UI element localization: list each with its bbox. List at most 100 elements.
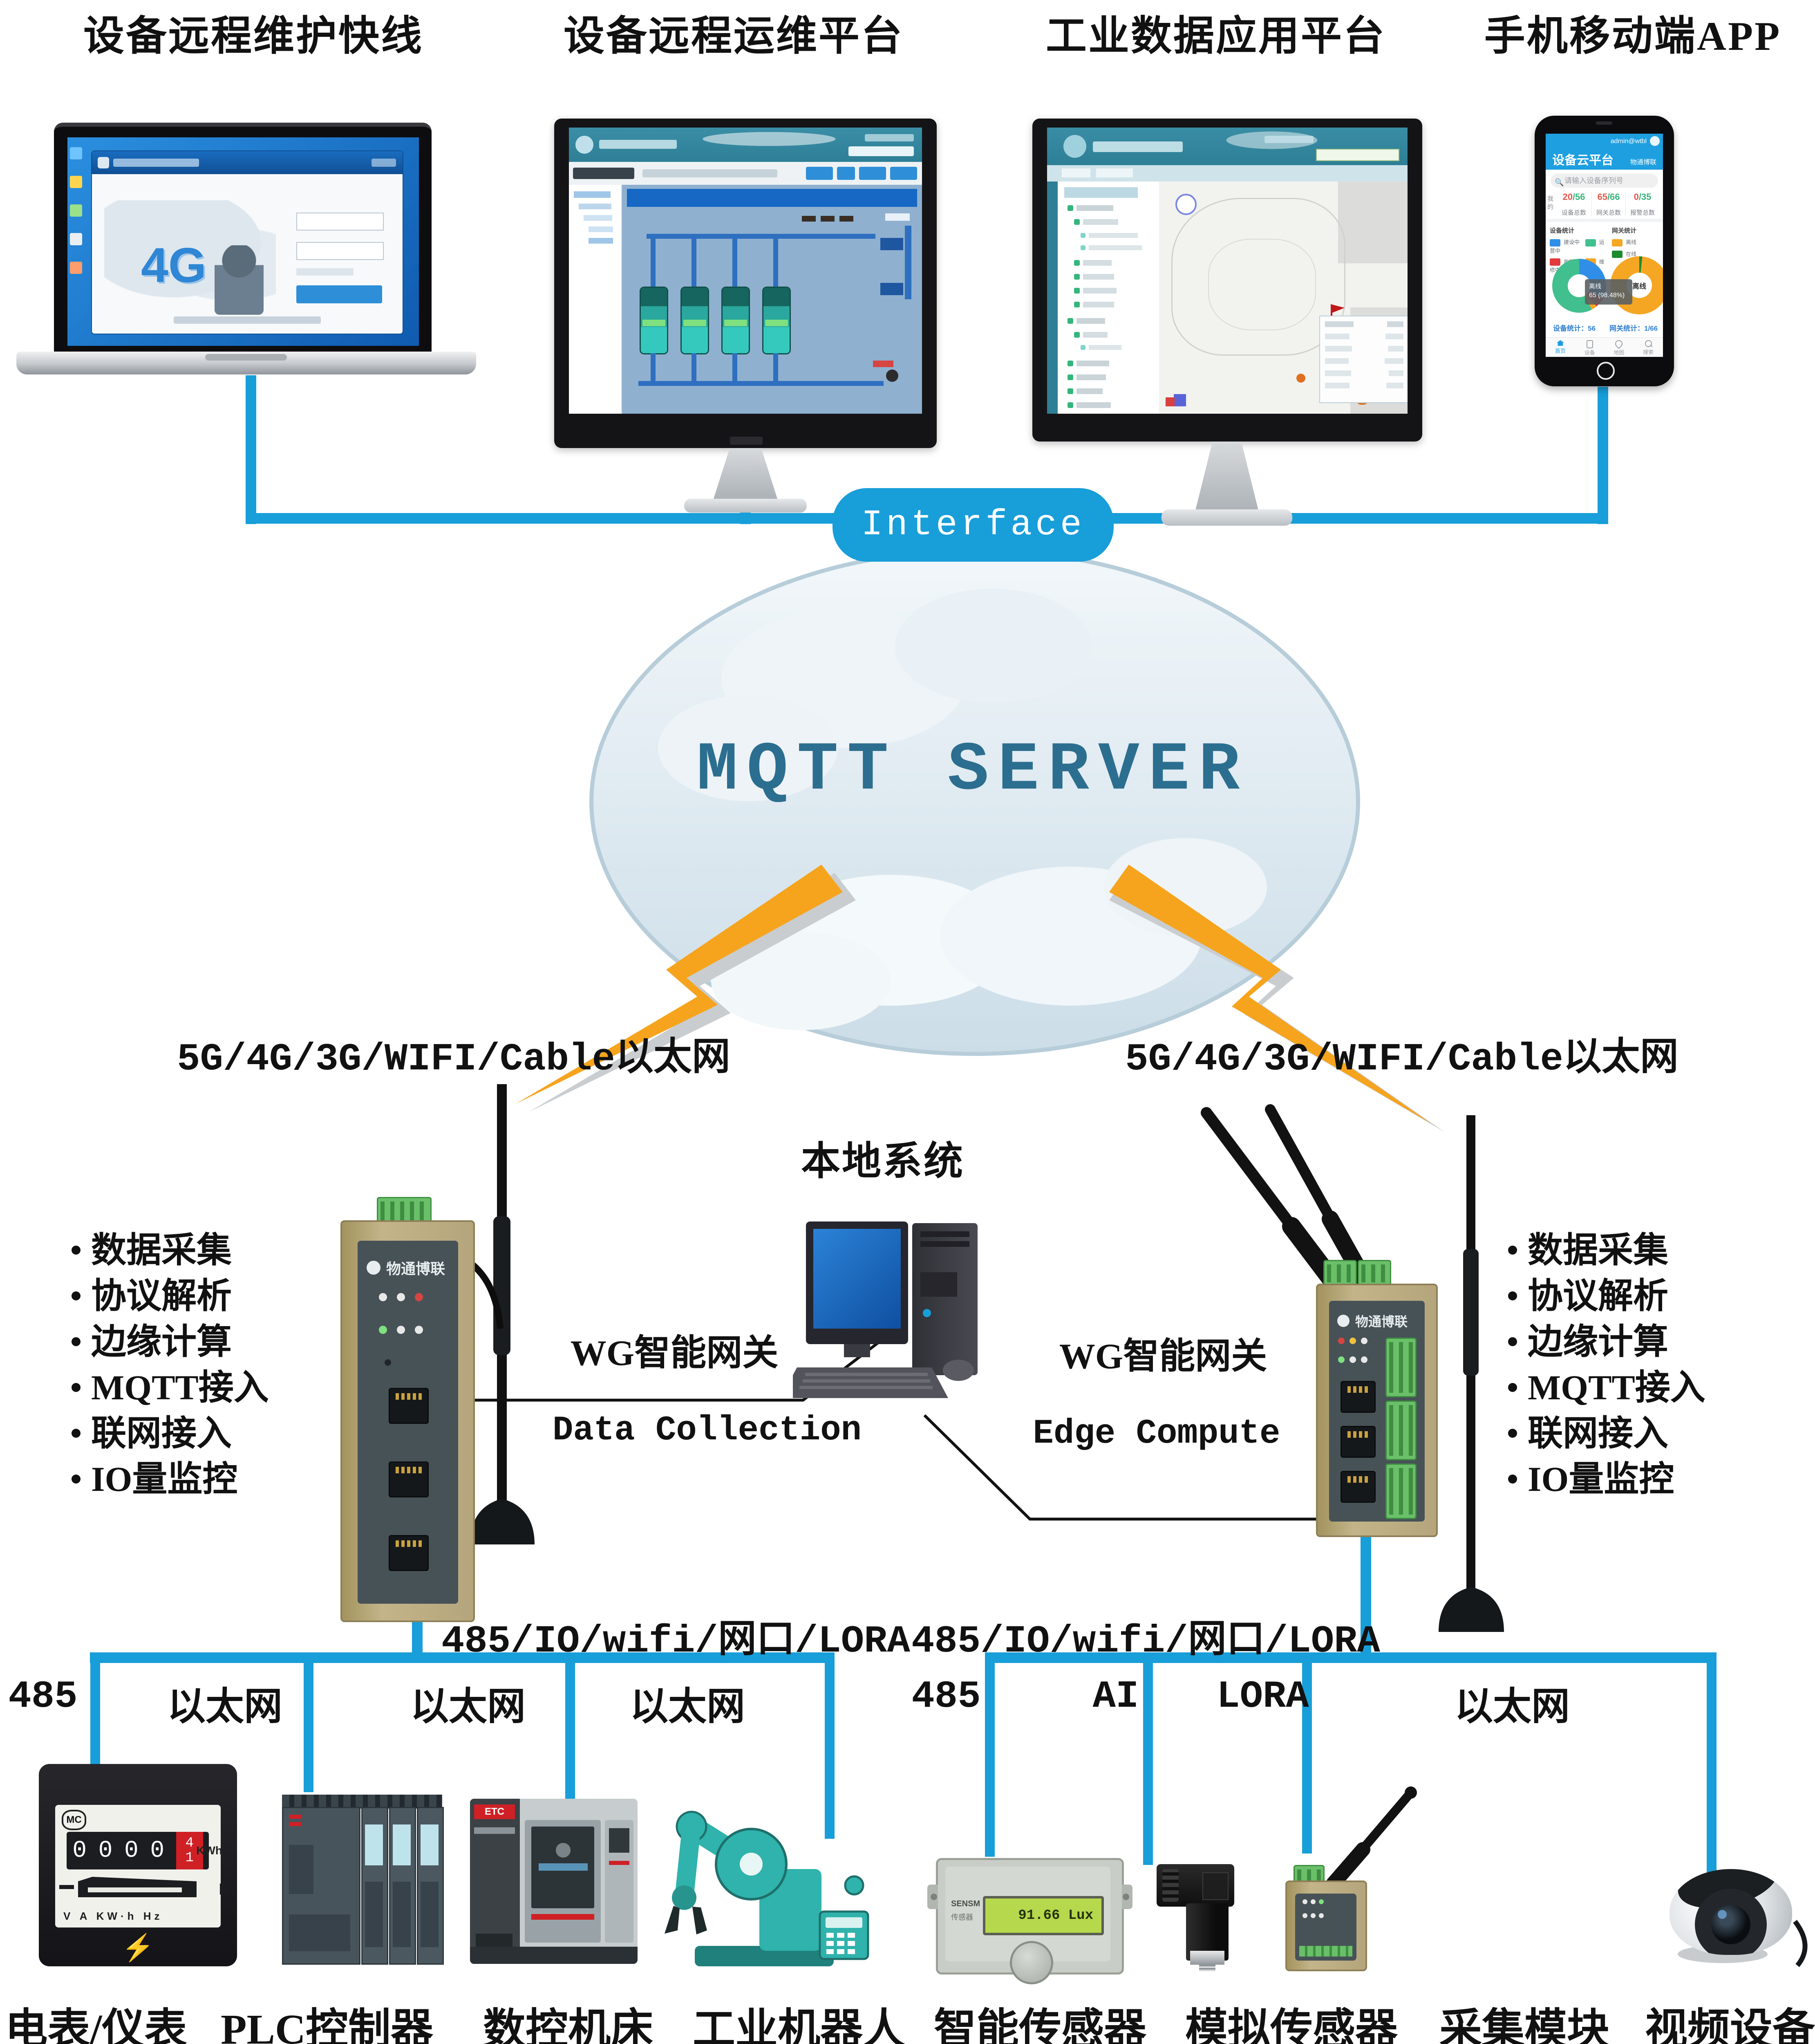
title-industrial-data-platform: 工业数据应用平台 [1046,13,1386,59]
laptop-base [16,352,476,374]
phone-account: admin@wtbl [1610,138,1647,145]
mqtt-server-label: MQTT SERVER [696,732,1249,809]
laptop-window-titlebar [92,151,403,174]
phone-legend-gateways: 网关统计 离线 在线 [1612,226,1661,258]
feature-item: 边缘计算 [72,1319,269,1365]
phone-navbar: 首页 设备 地图 搜索 [1546,337,1663,357]
phone-me-label: 我的 [1547,195,1554,211]
legend-item: 离线 [1626,239,1637,245]
net-label-left: 5G/4G/3G/WIFI/Cable以太网 [177,1038,730,1081]
cnc-machine: ETC [470,1799,638,1964]
led [1350,1356,1356,1363]
laptop-login-password [296,242,384,260]
map-canvas [1159,182,1408,414]
phone-chart-caption-right: 网关统计：1/66 [1609,325,1658,332]
scada-sidebar [569,185,622,414]
left-gateway-front-panel: 物通博联 [358,1241,458,1604]
led [1350,1338,1356,1344]
phone-search-input[interactable]: 🔍请输入设备序列号 [1551,174,1658,188]
meter-digit: 0 [150,1837,165,1864]
map-header [1047,128,1408,165]
nav-map[interactable]: 地图 [1605,338,1634,357]
sensor-brand: SENSM [951,1899,980,1908]
phone-home-button[interactable] [1597,362,1615,380]
caption-cnc: 数控机床 [483,2006,653,2044]
caption-meter: 电表/仪表 [5,2006,187,2044]
caption-camera: 视频设备 [1645,2006,1815,2044]
lan2-port [1341,1471,1376,1503]
map-sidebar-tree [1058,182,1160,414]
webcam [1670,1869,1800,1970]
left-gateway-antenna [445,1084,535,1544]
branch-label-ethernet-1: 以太网 [167,1685,282,1728]
bullet-icon [72,1383,81,1392]
nav-home[interactable]: 首页 [1546,338,1575,357]
map-monitor [1032,119,1422,526]
led [1361,1338,1367,1344]
scada-screen [569,128,922,414]
led [1338,1356,1345,1363]
phone-stat-devices: 20/56 设备总数 [1557,192,1591,217]
feature-item: MQTT接入 [1508,1365,1705,1410]
sensor-brand-cn: 传感器 [951,1913,973,1921]
local-computer [793,1218,985,1406]
stat-label: 网关总数 [1596,209,1621,216]
right-gateway-terminal-1 [1323,1260,1357,1287]
interface-label: Interface [861,504,1085,545]
computer-mouse [943,1360,974,1381]
phone-logo-icon [1650,136,1660,146]
stat-num: 20 [1562,192,1573,202]
stat-num: 0 [1634,192,1639,202]
brand-logo-icon [367,1261,380,1275]
computer-keyboard [793,1367,948,1398]
data-collection-label: Data Collection [552,1411,862,1450]
wan-port [389,1388,429,1424]
title-remote-maintenance: 设备远程维护快线 [83,13,423,59]
phone-screen: 设备云平台 admin@wtbl 物通博联 🔍请输入设备序列号 我的 20/56… [1546,134,1663,357]
laptop-display: 4G [67,137,419,346]
scada-header [569,128,922,162]
wlan-led [397,1326,405,1334]
branch-label-lora: LORA [1217,1675,1309,1719]
warn-led [397,1293,405,1301]
meter-slider [78,1877,197,1897]
device-icon [1586,340,1593,348]
io-terminal-strip-3 [1385,1464,1417,1519]
map-info-panel [1319,316,1408,403]
nav-search[interactable]: 搜索 [1634,338,1663,357]
branch-label-ai: AI [1092,1675,1139,1719]
map-pin-icon [1614,338,1625,349]
stat-den: /35 [1638,192,1652,202]
collector-module [1285,1880,1367,1971]
scada-monitor-base [684,499,807,513]
scada-bezel [554,119,937,448]
bullet-icon [72,1429,81,1438]
meter-brand-badge: MC [62,1810,86,1830]
lan1-port [389,1461,429,1497]
laptop-login-window: 4G [91,150,403,334]
phone-header: 设备云平台 admin@wtbl 物通博联 [1546,134,1663,170]
right-bottom-bus [985,1652,1717,1873]
tooltip-line: 离线 [1589,283,1602,290]
lightning-right [1109,865,1432,1124]
feature-item: 数据采集 [1508,1227,1705,1273]
net-label-right: 5G/4G/3G/WIFI/Cable以太网 [1125,1038,1678,1081]
legend-title: 设备统计 [1550,227,1575,234]
meter-digit: 0 [72,1837,87,1864]
nav-devices[interactable]: 设备 [1575,338,1605,357]
caption-robot: 工业机器人 [692,2006,905,2044]
branch-label-485-right: 485 [911,1675,981,1719]
scada-monitor [554,119,937,513]
interface-node: Interface [833,488,1114,562]
cnc-logo: ETC [474,1804,515,1819]
phone-stat-gateways: 65/66 网关总数 [1591,192,1626,217]
map-monitor-base [1162,509,1292,526]
edge-compute-label: Edge Compute [1033,1414,1280,1453]
phone-brand: 物通博联 [1630,159,1656,166]
laptop-person-art [215,245,264,315]
gateway-brand: 物通博联 [386,1261,445,1277]
